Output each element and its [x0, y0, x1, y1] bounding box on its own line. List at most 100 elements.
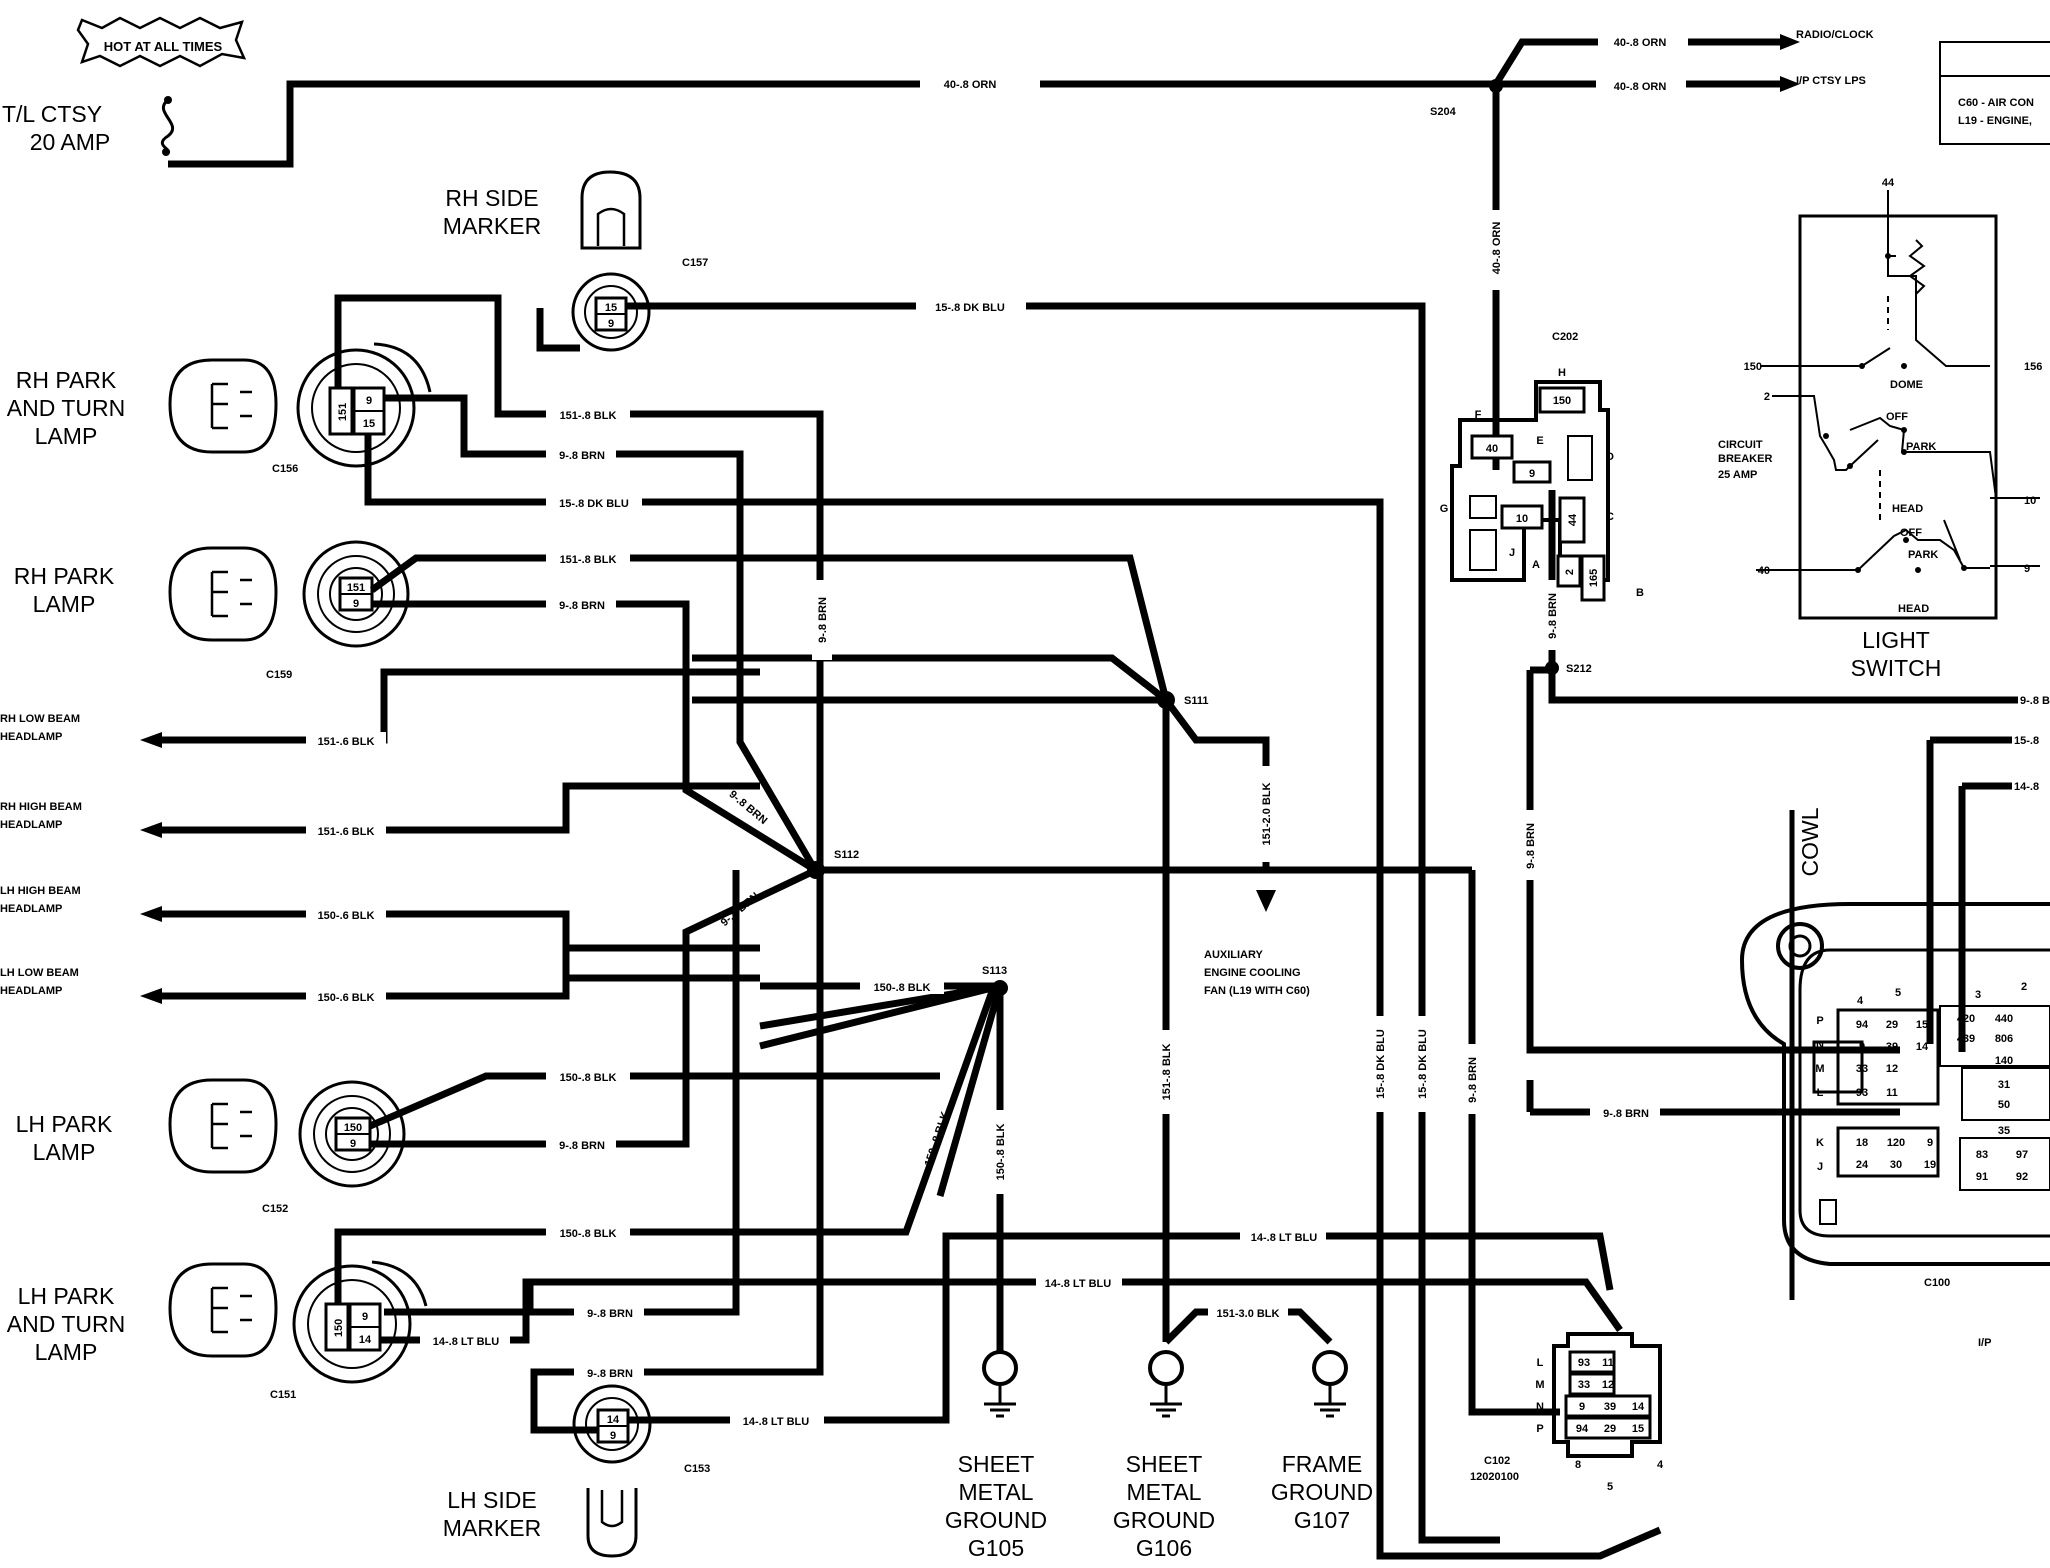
g106-label-4: G106	[1136, 1535, 1192, 1561]
rh-park-lamp-icon	[168, 546, 278, 642]
svg-text:14-.8 LT BLU: 14-.8 LT BLU	[743, 1416, 809, 1428]
rh-side-marker-label-2: MARKER	[443, 213, 541, 239]
svg-text:OFF: OFF	[1900, 527, 1922, 539]
fuse-symbol	[160, 98, 175, 156]
c151-socket	[292, 1264, 412, 1384]
g105-label-4: G105	[968, 1535, 1024, 1561]
rh-park-turn-label-2: AND TURN	[7, 395, 125, 421]
svg-text:11: 11	[1886, 1087, 1898, 1099]
svg-text:9-.8 BRN: 9-.8 BRN	[817, 597, 829, 643]
notes-box	[1939, 41, 2050, 145]
note-line-2: L19 - ENGINE,	[1958, 115, 2032, 127]
svg-text:M: M	[1815, 1063, 1824, 1075]
svg-text:9-.8 BRN: 9-.8 BRN	[559, 1140, 605, 1152]
lh-park-label-2: LAMP	[33, 1139, 96, 1165]
svg-text:4: 4	[1657, 1459, 1664, 1471]
svg-text:9-.8 BRN: 9-.8 BRN	[559, 600, 605, 612]
c153-socket	[572, 1384, 652, 1464]
svg-text:9: 9	[2024, 563, 2030, 575]
rh-high-beam-label-2: HEADLAMP	[0, 819, 62, 831]
g106-label-1: SHEET	[1126, 1451, 1203, 1477]
output-radio-clock: RADIO/CLOCK	[1796, 29, 1874, 41]
lh-park-turn-label-3: LAMP	[35, 1339, 98, 1365]
c100-label: C100	[1924, 1277, 1950, 1289]
svg-text:5: 5	[1607, 1481, 1613, 1493]
svg-text:9: 9	[353, 598, 359, 610]
svg-text:15: 15	[1916, 1019, 1928, 1031]
lh-high-beam-label-1: LH HIGH BEAM	[0, 885, 81, 897]
svg-text:420: 420	[1957, 1013, 1975, 1025]
svg-text:33: 33	[1856, 1063, 1868, 1075]
c157-socket	[571, 272, 651, 352]
splice-s112	[807, 861, 825, 879]
svg-text:151-2.0 BLK: 151-2.0 BLK	[1261, 782, 1273, 845]
svg-text:9-.8 BRN: 9-.8 BRN	[587, 1308, 633, 1320]
lh-park-turn-label-2: AND TURN	[7, 1311, 125, 1337]
ground-g107	[1312, 1350, 1348, 1418]
splice-s112-label: S112	[834, 849, 859, 861]
svg-text:P: P	[1536, 1423, 1543, 1435]
lh-low-beam-label-1: LH LOW BEAM	[0, 967, 79, 979]
svg-text:120: 120	[1887, 1137, 1905, 1149]
rh-park-label-2: LAMP	[33, 591, 96, 617]
svg-text:93: 93	[1856, 1087, 1868, 1099]
headlamp-outputs	[140, 668, 760, 1004]
c159-label: C159	[266, 669, 292, 681]
lh-side-marker-bulb-icon	[586, 1488, 638, 1558]
svg-text:G: G	[1440, 503, 1449, 515]
svg-text:12: 12	[1602, 1379, 1614, 1391]
fuse-amp: 20 AMP	[30, 129, 111, 155]
svg-text:14: 14	[607, 1414, 620, 1426]
svg-text:150-.8 BLK: 150-.8 BLK	[874, 982, 931, 994]
c153-label: C153	[684, 1463, 710, 1475]
rh-high-beam-label-1: RH HIGH BEAM	[0, 801, 82, 813]
svg-text:F: F	[1475, 409, 1482, 421]
svg-text:150: 150	[1744, 361, 1762, 373]
svg-text:19: 19	[1924, 1159, 1936, 1171]
svg-text:29: 29	[1886, 1019, 1898, 1031]
lh-high-beam-label-2: HEADLAMP	[0, 903, 62, 915]
svg-text:9: 9	[1927, 1137, 1933, 1149]
svg-text:K: K	[1816, 1137, 1824, 1149]
note-line-1: C60 - AIR CON	[1958, 97, 2034, 109]
svg-text:2: 2	[1764, 391, 1770, 403]
light-switch-label-2: SWITCH	[1851, 655, 1942, 681]
svg-text:N: N	[1816, 1039, 1824, 1051]
svg-text:15: 15	[605, 302, 617, 314]
svg-text:14-.8 LT BLU: 14-.8 LT BLU	[1045, 1278, 1111, 1290]
ground-g105	[982, 1350, 1018, 1418]
wire-label-orn-ip: 40-.8 ORN	[1614, 81, 1667, 93]
svg-text:151-.8 BLK: 151-.8 BLK	[1161, 1044, 1173, 1101]
light-switch-internals	[1756, 190, 2040, 573]
c202-label: C202	[1552, 331, 1578, 343]
svg-text:11: 11	[1602, 1357, 1614, 1369]
svg-text:150-.6 BLK: 150-.6 BLK	[318, 910, 375, 922]
svg-text:9-.8 BRN: 9-.8 BRN	[559, 450, 605, 462]
c156-label: C156	[272, 463, 298, 475]
svg-text:83: 83	[1976, 1149, 1988, 1161]
svg-text:40: 40	[1758, 565, 1770, 577]
svg-text:9: 9	[362, 1311, 368, 1323]
lh-side-marker-label-1: LH SIDE	[447, 1487, 536, 1513]
svg-text:9: 9	[1529, 468, 1535, 480]
svg-text:L: L	[1537, 1357, 1544, 1369]
splice-s111	[1157, 691, 1175, 709]
output-ip-courtesy: I/P CTSY LPS	[1796, 75, 1866, 87]
splice-s113-label: S113	[982, 965, 1007, 977]
c151-label: C151	[270, 1389, 296, 1401]
g105-label-2: METAL	[959, 1479, 1034, 1505]
c100-bolt-icon	[1776, 922, 1824, 970]
breaker-label-2: BREAKER	[1718, 453, 1772, 465]
svg-text:9-.8 BRN: 9-.8 BRN	[1603, 1108, 1649, 1120]
svg-text:15: 15	[363, 418, 375, 430]
svg-text:151: 151	[347, 582, 365, 594]
svg-text:30: 30	[1890, 1159, 1902, 1171]
c156-socket	[296, 348, 416, 468]
svg-text:H: H	[1558, 367, 1566, 379]
svg-text:4: 4	[1857, 995, 1864, 1007]
svg-text:10: 10	[1516, 513, 1528, 525]
rh-park-turn-lamp-icon	[168, 358, 278, 454]
svg-text:9-.8 BRN: 9-.8 BRN	[1547, 593, 1559, 639]
